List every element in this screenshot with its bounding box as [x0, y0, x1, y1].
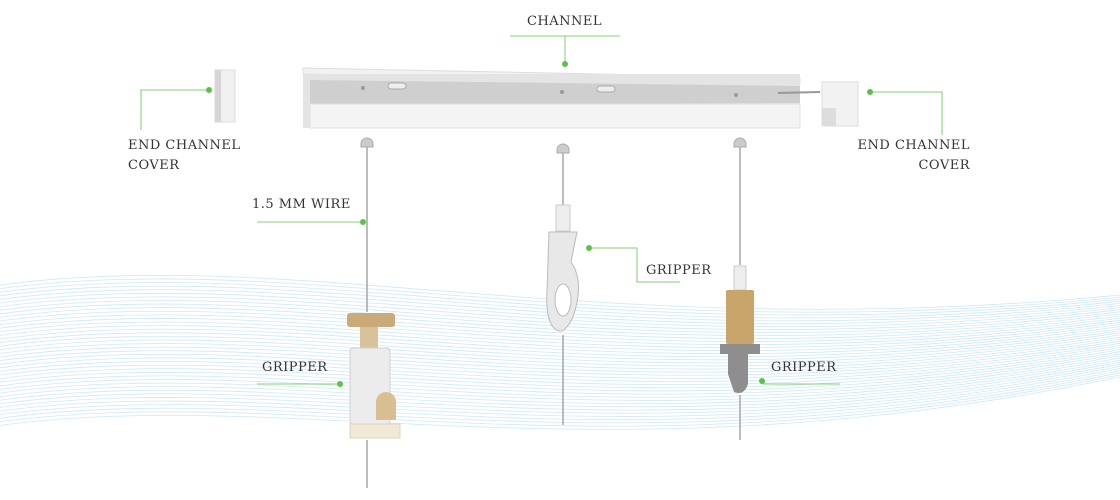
wave-line	[0, 307, 1120, 336]
end-cover-right-line2: COVER	[918, 158, 970, 173]
wave-line	[0, 345, 1120, 382]
wave-line	[0, 370, 1120, 421]
wave-line	[0, 355, 1120, 398]
end-cover-right-label: END CHANNEL COVER	[858, 136, 970, 176]
gripper-right-part	[720, 265, 760, 393]
wave-line	[0, 368, 1120, 417]
wave-line	[0, 366, 1120, 414]
gripper-left-label: GRIPPER	[262, 360, 328, 375]
wave-line	[0, 351, 1120, 392]
wave-line	[0, 353, 1120, 395]
wave-line	[0, 285, 1120, 319]
wave-line	[0, 372, 1120, 424]
wave-line	[0, 334, 1120, 367]
channel-rail	[302, 67, 801, 129]
wave-line	[0, 321, 1120, 349]
callout-lines	[140, 35, 943, 385]
channel-label: CHANNEL	[527, 14, 603, 29]
wave-line	[0, 318, 1120, 345]
wave-line	[0, 278, 1120, 313]
wave-line	[0, 342, 1120, 379]
end-cover-left-line2: COVER	[128, 158, 180, 173]
wave-line	[0, 340, 1120, 376]
end-cover-right-line1: END CHANNEL	[857, 138, 970, 153]
gripper-right-label: GRIPPER	[771, 360, 837, 375]
gripper-left-part	[347, 313, 401, 439]
gripper-middle-part	[546, 204, 579, 332]
end-cover-left-line1: END CHANNEL	[128, 138, 241, 153]
wave-line	[0, 303, 1120, 333]
wave-line	[0, 374, 1120, 427]
wave-line	[0, 363, 1120, 411]
wave-line	[0, 347, 1120, 386]
wave-line	[0, 326, 1120, 355]
wave-line	[0, 330, 1120, 361]
wave-line	[0, 274, 1120, 310]
wave-line	[0, 359, 1120, 405]
wave-line	[0, 376, 1120, 430]
wave-line	[0, 310, 1120, 339]
callout-dots	[206, 61, 873, 387]
end-cover-left-label: END CHANNEL COVER	[128, 136, 240, 176]
wave-line	[0, 338, 1120, 373]
wave-line	[0, 292, 1120, 325]
wave-line	[0, 361, 1120, 408]
gripper-middle-label: GRIPPER	[646, 263, 712, 278]
background-waves	[0, 274, 1120, 430]
wave-line	[0, 357, 1120, 401]
wave-line	[0, 324, 1120, 352]
wave-line	[0, 328, 1120, 358]
wave-line	[0, 300, 1120, 331]
wire-label: 1.5 MM WIRE	[252, 197, 351, 212]
wave-line	[0, 314, 1120, 342]
end-channel-cover-left	[214, 69, 236, 123]
wave-line	[0, 289, 1120, 322]
wave-line	[0, 336, 1120, 370]
end-channel-cover-right	[777, 81, 859, 127]
wave-line	[0, 332, 1120, 364]
wave-line	[0, 282, 1120, 316]
wave-line	[0, 349, 1120, 389]
wave-line	[0, 296, 1120, 328]
wire-end-caps	[360, 137, 747, 154]
